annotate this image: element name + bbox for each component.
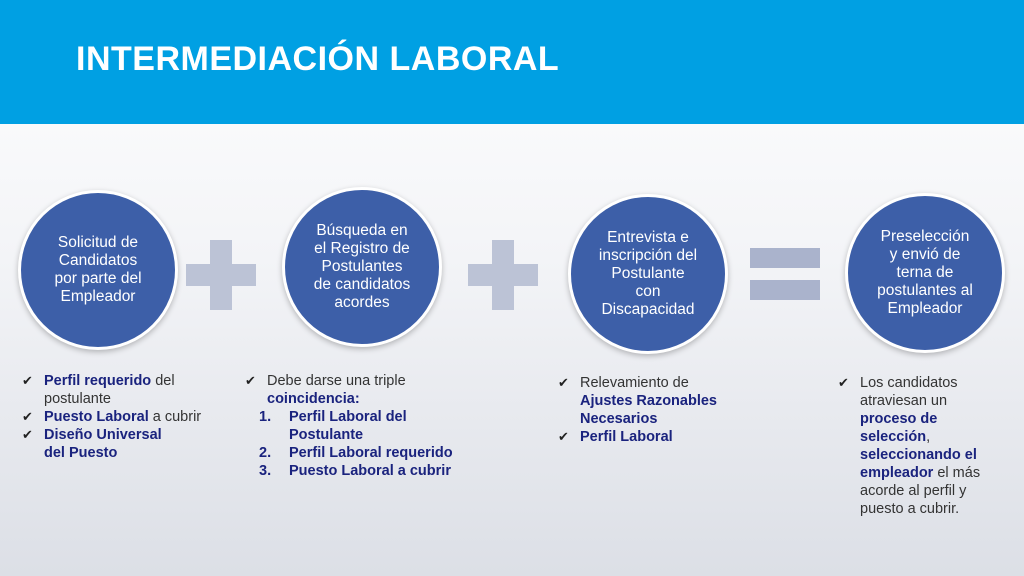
check-icon: ✔ [245,373,256,388]
list-item: ✔ Perfil Laboral [558,429,673,445]
check-icon: ✔ [838,375,849,390]
header-banner: INTERMEDIACIÓN LABORAL [0,0,1024,124]
step-4-line: terna de [896,264,954,281]
list-item: ✔ Diseño Universal del Puesto [22,427,162,461]
step-3-line: Postulante [611,265,685,282]
equals-icon [750,248,820,300]
step-1-circle: Solicitud de Candidatos por parte del Em… [18,190,178,350]
plus-icon [468,240,538,310]
numbered-item: 2. Perfil Laboral requerido [259,445,453,461]
step-3-line: con [635,283,661,300]
step-1-line: por parte del [54,270,142,287]
step-4-line: postulantes al [877,282,973,299]
step-2-line: acordes [334,294,390,311]
list-item: ✔ Puesto Laboral a cubrir [22,409,202,425]
step-3-line: inscripción del [598,247,698,264]
check-icon: ✔ [558,429,569,444]
step-3-line: Discapacidad [601,301,695,318]
list-item: ✔ Los candidatos atraviesan un proceso d… [838,375,981,517]
step-2-line: Postulantes [321,258,403,275]
list-item: ✔ Perfil requerido del postulante [22,373,175,407]
step-4-line: y envió de [889,246,961,263]
step-1-line: Empleador [60,288,136,305]
numbered-item: 3. Puesto Laboral a cubrir [259,463,451,479]
numbered-item: 1. Perfil Laboral del Postulante [259,409,407,443]
step-2-line: Búsqueda en [316,222,408,239]
col-1-list: ✔ Perfil requerido del postulante ✔ Pues… [22,372,202,462]
step-2-line: de candidatos [313,276,411,293]
check-icon: ✔ [22,427,33,442]
step-1-line: Candidatos [58,252,138,269]
col-4-list: ✔ Los candidatos atraviesan un proceso d… [838,374,998,518]
step-4-line: Empleador [887,300,963,317]
step-4-line: Preselección [880,228,970,245]
check-icon: ✔ [22,409,33,424]
col-2-list: ✔ Debe darse una triple coincidencia: 1.… [245,372,495,480]
step-3-circle: Entrevista e inscripción del Postulante … [568,194,728,354]
step-3-line: Entrevista e [607,229,689,246]
col-3-list: ✔ Relevamiento de Ajustes Razonables Nec… [558,374,738,446]
page-title: INTERMEDIACIÓN LABORAL [76,40,560,78]
step-1-line: Solicitud de [57,234,139,251]
list-item: ✔ Debe darse una triple coincidencia: [245,373,406,407]
step-2-line: el Registro de [314,240,410,257]
step-4-circle: Preselección y envió de terna de postula… [845,193,1005,353]
list-item: ✔ Relevamiento de Ajustes Razonables Nec… [558,375,717,427]
check-icon: ✔ [558,375,569,390]
check-icon: ✔ [22,373,33,388]
plus-icon [186,240,256,310]
step-2-circle: Búsqueda en el Registro de Postulantes d… [282,187,442,347]
